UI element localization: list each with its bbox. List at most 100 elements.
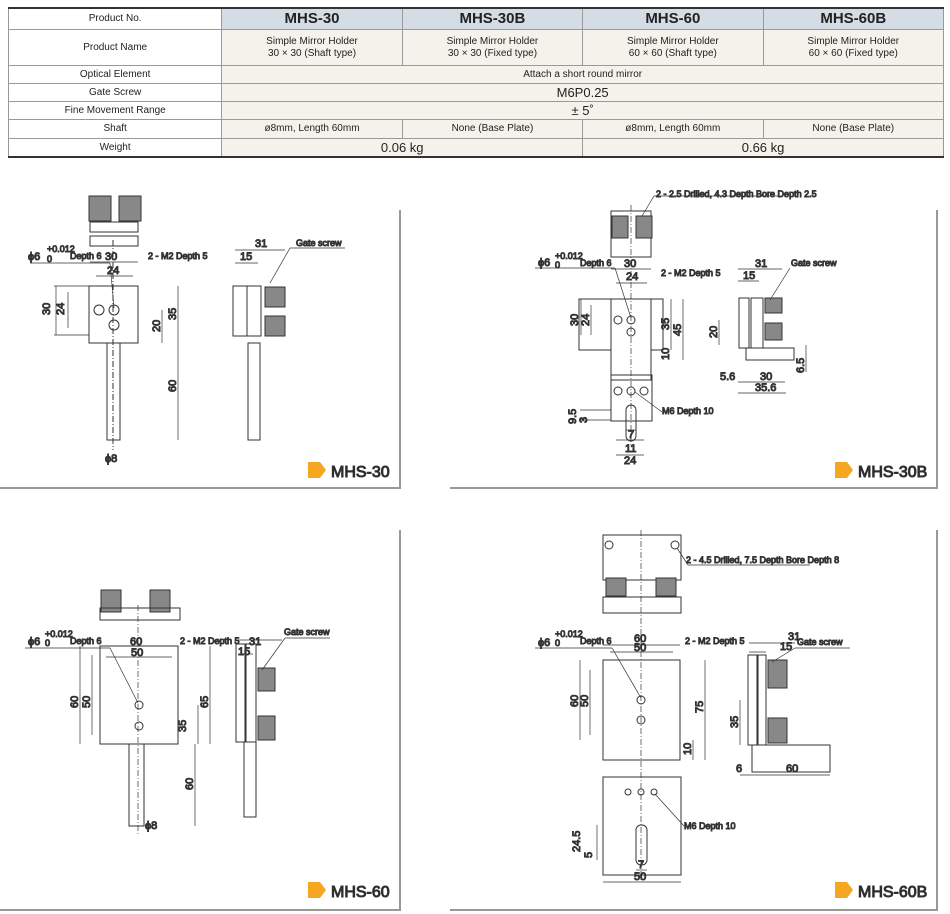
optical-element-row: Optical Element Attach a short round mir… bbox=[7, 65, 944, 84]
phi-label: ϕ6 bbox=[28, 636, 40, 648]
dim-label: ϕ8 bbox=[145, 820, 157, 832]
dim-label: 24 bbox=[624, 455, 636, 467]
shaft-cell: None (Base Plate) bbox=[401, 119, 584, 139]
knob-icon bbox=[149, 589, 171, 613]
panel-frames bbox=[0, 210, 938, 911]
dim-label: ϕ8 bbox=[105, 453, 117, 465]
gate-screw-label: Gate screw bbox=[797, 637, 843, 647]
product-col-header: MHS-30B bbox=[401, 7, 584, 30]
dim-label: 31 bbox=[255, 238, 267, 250]
note-label: Depth 6 bbox=[70, 636, 102, 646]
knob-icon bbox=[100, 589, 122, 613]
dim-label: 11 bbox=[625, 443, 636, 455]
note-label: 2 - M2 Depth 5 bbox=[685, 636, 745, 646]
drawing-tag: MHS-30B bbox=[858, 464, 927, 481]
tag-arrow-icon bbox=[835, 882, 853, 898]
drawing-mhs30b: 2 - 2.5 Drilled, 4.3 Depth Bore Depth 2.… bbox=[535, 189, 928, 482]
dim-label: 35.6 bbox=[755, 382, 776, 394]
fine-movement-value: ± 5˚ bbox=[221, 101, 944, 120]
drawing-tag: MHS-60B bbox=[858, 884, 927, 901]
dim-label: 9.5 bbox=[567, 409, 579, 424]
dim-label: 65 bbox=[199, 696, 211, 708]
row-label: Optical Element bbox=[7, 65, 223, 84]
tolerance-label: +0.012 bbox=[47, 244, 75, 254]
dim-label: 30 bbox=[760, 371, 772, 383]
dim-label: 10 bbox=[682, 743, 694, 755]
note-label: Depth 6 bbox=[70, 251, 102, 261]
dim-label: 20 bbox=[708, 326, 720, 338]
dim-label: 30 bbox=[41, 303, 53, 315]
dim-label: 50 bbox=[81, 696, 93, 708]
spec-table: Product No. MHS-30 MHS-30B MHS-60 MHS-60… bbox=[7, 7, 945, 158]
dim-label: 24 bbox=[626, 271, 638, 283]
dim-label: 5.6 bbox=[720, 371, 735, 383]
knob-icon bbox=[605, 577, 627, 597]
row-label: Fine Movement Range bbox=[7, 101, 223, 120]
dim-label: 50 bbox=[579, 695, 591, 707]
dim-label: 30 bbox=[105, 251, 117, 263]
note-label: 2 - M2 Depth 5 bbox=[148, 251, 208, 261]
note-label: Depth 6 bbox=[580, 258, 612, 268]
tolerance-label: 0 bbox=[47, 254, 52, 264]
product-col-header: MHS-60B bbox=[762, 7, 945, 30]
name-line: 30 × 30 (Fixed type) bbox=[447, 47, 538, 59]
dim-label: 15 bbox=[743, 270, 755, 282]
product-col-header: MHS-30 bbox=[221, 7, 403, 30]
dim-label: 31 bbox=[755, 258, 767, 270]
shaft-cell: ø8mm, Length 60mm bbox=[582, 119, 764, 139]
dim-label: 75 bbox=[694, 701, 706, 713]
drawing-tag: MHS-30 bbox=[331, 464, 390, 481]
drawing-tag: MHS-60 bbox=[331, 884, 390, 901]
phi-label: ϕ6 bbox=[538, 257, 550, 269]
note-label: 2 - M2 Depth 5 bbox=[661, 268, 721, 278]
knob-icon bbox=[635, 215, 653, 239]
dim-label: 20 bbox=[151, 320, 163, 332]
dim-label: 6 bbox=[736, 763, 742, 775]
dim-label: 50 bbox=[634, 871, 646, 883]
dim-label: 24 bbox=[107, 265, 119, 277]
weight-cell: 0.66 kg bbox=[582, 138, 944, 158]
tag-arrow-icon bbox=[835, 462, 853, 478]
tolerance-label: 0 bbox=[45, 638, 50, 648]
dim-label: 60 bbox=[569, 695, 581, 707]
tag-arrow-icon bbox=[308, 462, 326, 478]
dim-label: 10 bbox=[660, 348, 672, 360]
note-label: M6 Depth 10 bbox=[684, 821, 736, 831]
note-label: 2 - 2.5 Drilled, 4.3 Depth Bore Depth 2.… bbox=[656, 189, 817, 199]
knob-icon bbox=[611, 215, 629, 239]
knob-icon bbox=[655, 577, 677, 597]
knob-icon bbox=[118, 195, 142, 222]
weight-row: Weight 0.06 kg 0.66 kg bbox=[7, 138, 944, 158]
dim-label: 24 bbox=[580, 314, 592, 326]
optical-element-value: Attach a short round mirror bbox=[221, 65, 944, 84]
knob-icon bbox=[88, 195, 112, 222]
tolerance-label: 0 bbox=[555, 260, 560, 270]
shaft-cell: ø8mm, Length 60mm bbox=[221, 119, 403, 139]
name-line: Simple Mirror Holder bbox=[266, 35, 358, 47]
dim-label: 5 bbox=[583, 852, 595, 858]
name-line: Simple Mirror Holder bbox=[626, 35, 719, 47]
note-label: M6 Depth 10 bbox=[662, 406, 714, 416]
tolerance-label: +0.012 bbox=[555, 629, 583, 639]
drawing-mhs60: ϕ6 +0.012 0 Depth 6 2 - M2 Depth 5 60 50… bbox=[25, 589, 390, 902]
dim-label: 30 bbox=[569, 314, 581, 326]
dim-label: 35 bbox=[177, 720, 189, 732]
weight-cell: 0.06 kg bbox=[221, 138, 584, 158]
dim-label: 45 bbox=[672, 324, 684, 336]
gate-screw-label: Gate screw bbox=[791, 258, 837, 268]
dim-label: 35 bbox=[167, 308, 179, 320]
dim-label: 35 bbox=[660, 318, 672, 330]
header-row: Product No. MHS-30 MHS-30B MHS-60 MHS-60… bbox=[7, 7, 945, 30]
dim-label: 24.5 bbox=[571, 831, 583, 852]
dim-label: 30 bbox=[624, 258, 636, 270]
row-label: Weight bbox=[7, 138, 223, 158]
dim-label: 31 bbox=[788, 631, 800, 643]
phi-label: ϕ6 bbox=[28, 251, 40, 263]
tag-arrow-icon bbox=[308, 882, 326, 898]
dim-label: 60 bbox=[69, 696, 81, 708]
dim-label: 15 bbox=[240, 251, 252, 263]
dim-label: 7 bbox=[628, 429, 634, 441]
